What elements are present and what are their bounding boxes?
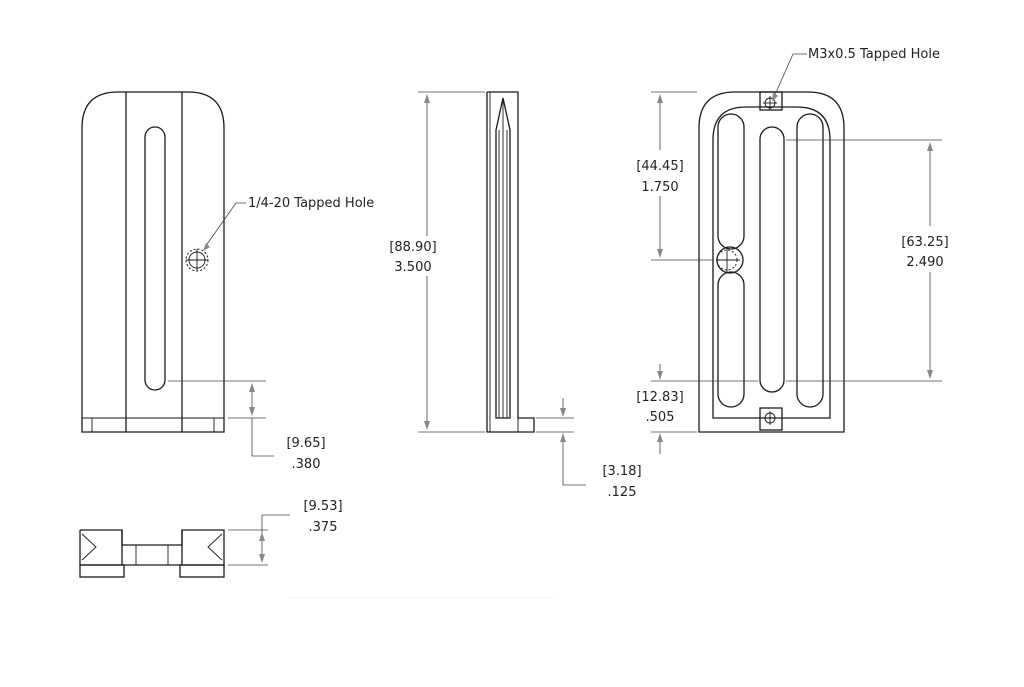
quarter-hole-callout: 1/4-20 Tapped Hole — [248, 196, 374, 211]
overall-height-imperial: 3.500 — [394, 260, 431, 275]
lip-height-metric: [3.18] — [602, 464, 641, 479]
slot-bottom-offset-metric: [12.83] — [636, 390, 683, 405]
lip-height-imperial: .125 — [608, 485, 637, 500]
m3-tapped-hole-bottom — [759, 407, 783, 431]
side-view — [418, 91, 586, 486]
back-view — [651, 53, 942, 454]
hole-offset-imperial: 1.750 — [641, 180, 678, 195]
top-view — [79, 514, 290, 578]
thickness-metric: [9.53] — [303, 499, 342, 514]
quarter-tapped-hole — [185, 248, 209, 272]
front-bottom-imperial: .380 — [292, 457, 321, 472]
slot-length-metric: [63.25] — [901, 235, 948, 250]
m3-tapped-hole-top — [759, 91, 783, 111]
m3-hole-callout: M3x0.5 Tapped Hole — [808, 47, 940, 62]
thickness-imperial: .375 — [309, 520, 338, 535]
hole-offset-metric: [44.45] — [636, 159, 683, 174]
front-bottom-metric: [9.65] — [286, 436, 325, 451]
overall-height-metric: [88.90] — [389, 240, 436, 255]
front-view — [81, 91, 274, 457]
slot-length-imperial: 2.490 — [906, 255, 943, 270]
slot-bottom-offset-imperial: .505 — [646, 410, 675, 425]
